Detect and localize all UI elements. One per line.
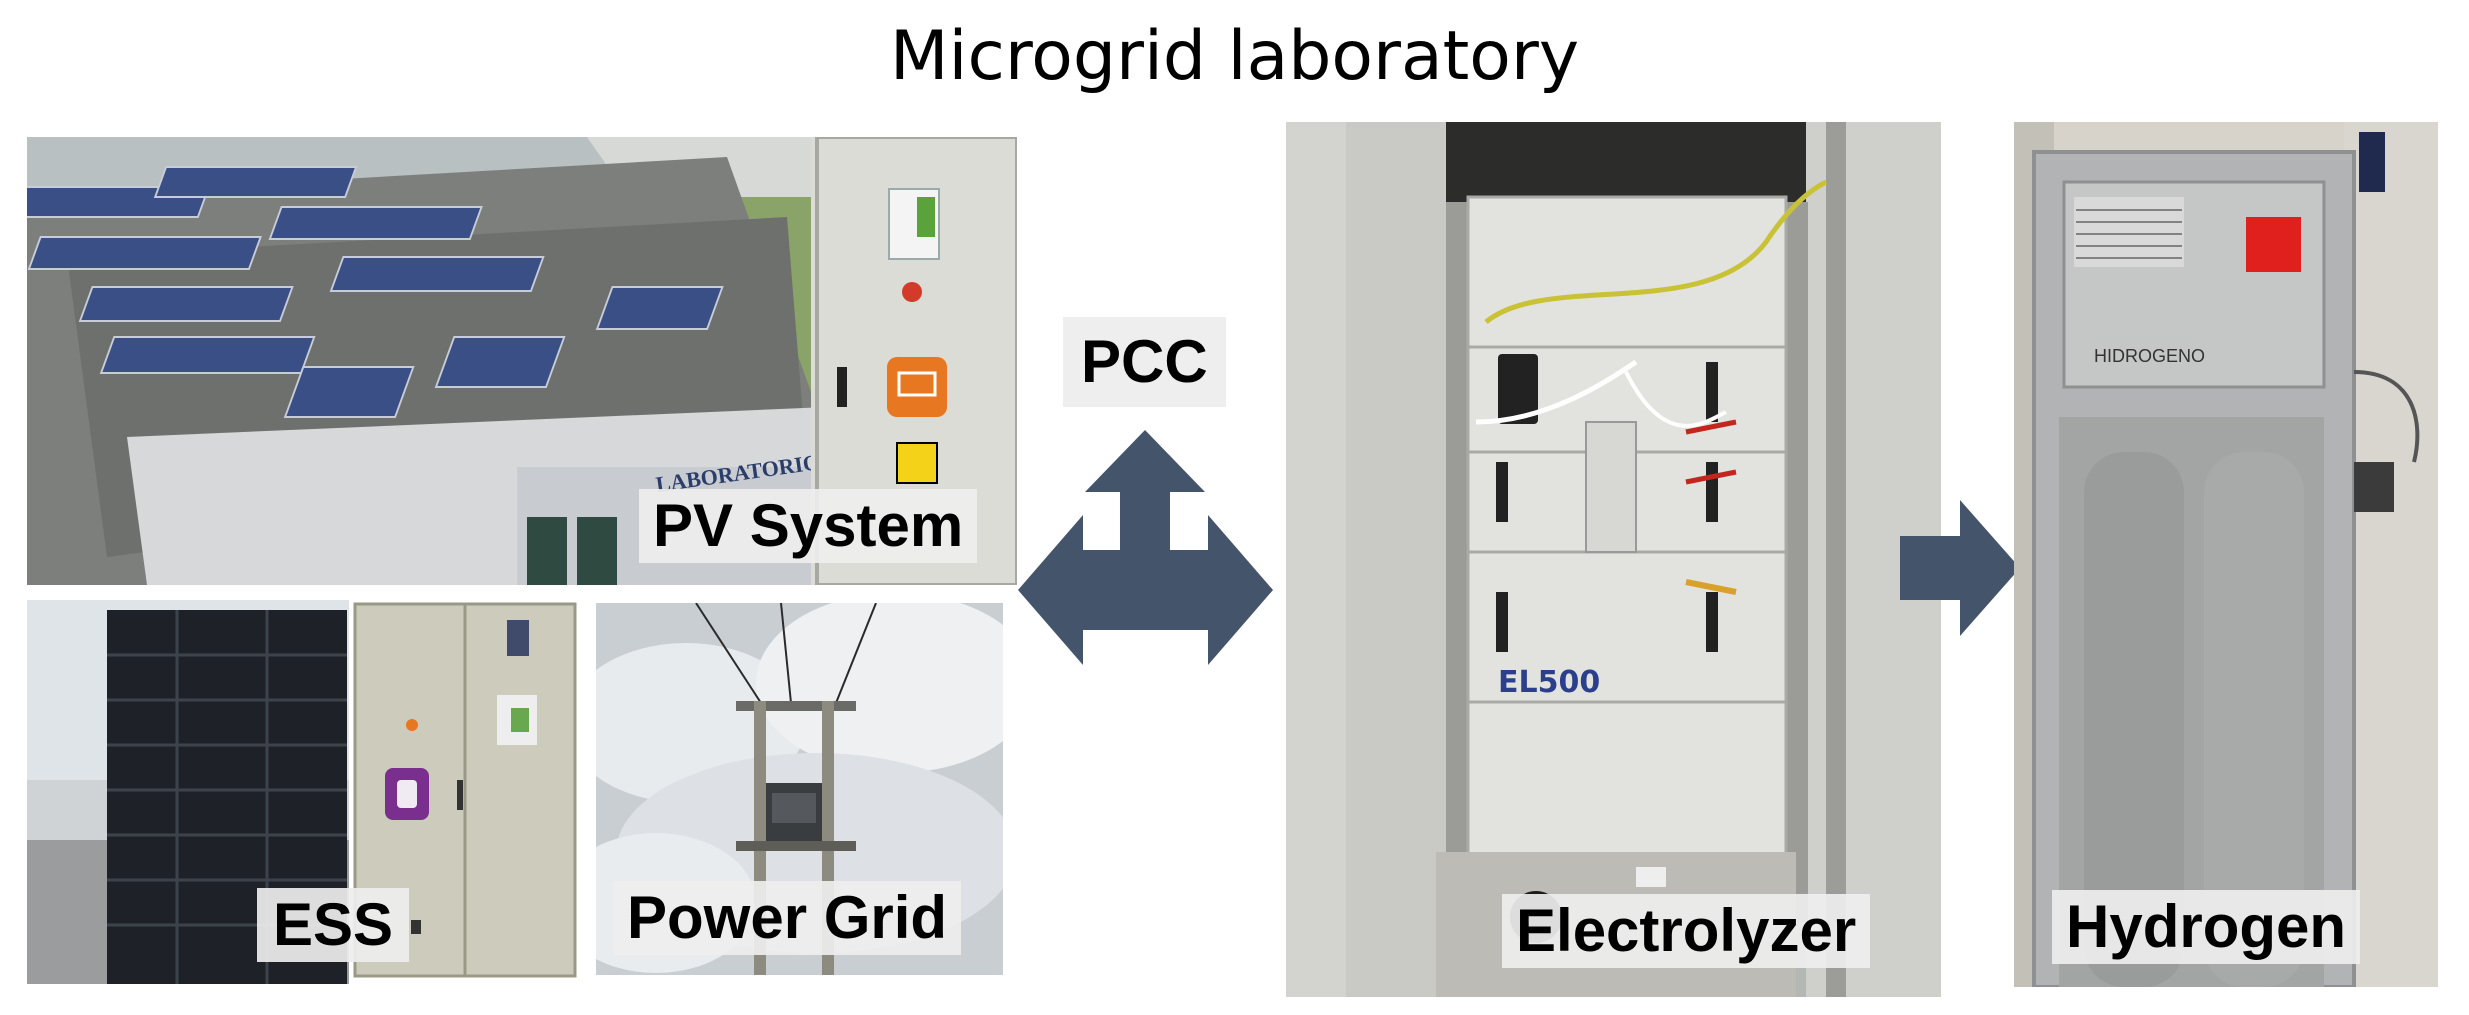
electrolyzer-label: Electrolyzer [1502, 894, 1871, 968]
pcc-connector-arrow [1018, 430, 1273, 665]
electrolyzer-photo: EL500 Electrolyzer [1286, 122, 1941, 997]
pv-system-photo: LABORATORIO MICRO-RI PV System [27, 137, 1017, 585]
hydrogen-flow-arrow [1900, 500, 2020, 636]
diagram-title: Microgrid laboratory [889, 17, 1580, 96]
power-grid-label: Power Grid [613, 881, 962, 955]
pv-system-label: PV System [639, 489, 978, 563]
ess-label: ESS [257, 888, 410, 962]
electrolyzer-model-text: EL500 [1498, 665, 1600, 700]
pcc-label: PCC [1063, 317, 1226, 407]
ess-photo: ESS [27, 600, 581, 984]
power-grid-photo: Power Grid [596, 603, 1003, 975]
hydrogen-photo: HIDROGENO Hydrogen [2014, 122, 2438, 987]
hydrogen-tank-text: HIDROGENO [2094, 346, 2205, 366]
hydrogen-label: Hydrogen [2052, 890, 2361, 964]
